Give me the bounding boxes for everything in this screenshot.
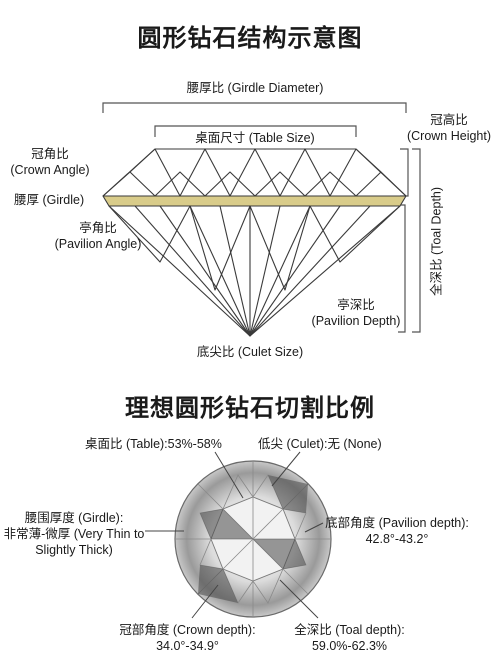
culet-ratio-label: 低尖 (Culet):无 (None) — [258, 437, 382, 451]
pavilion-depth-label: 亭深比 (Pavilion Depth) — [306, 297, 406, 329]
total-depth-bracket — [412, 148, 421, 333]
crown-angle-line2: 34.0°-34.9° — [156, 639, 219, 653]
crown-angle-cn: 冠角比 — [31, 147, 69, 161]
crown-height-bracket — [400, 148, 409, 197]
pavilion-angle-ratio-label: 底部角度 (Pavilion depth): 42.8°-43.2° — [322, 515, 472, 547]
girdle-label: 腰厚 (Girdle) — [14, 193, 85, 207]
girdle-thickness-line3: Slightly Thick) — [35, 543, 113, 557]
girdle-diameter-label: 腰厚比 (Girdle Diameter) — [186, 81, 324, 95]
crown-angle-en: (Crown Angle) — [10, 163, 90, 177]
crown-angle-ratio-label: 冠部角度 (Crown depth): 34.0°-34.9° — [100, 622, 275, 654]
crown-angle-label: 冠角比 (Crown Angle) — [2, 146, 98, 178]
total-depth-label: 全深比 (Toal Depth) — [429, 186, 444, 297]
crown-angle-line1: 冠部角度 (Crown depth): — [119, 623, 256, 637]
pavilion-angle-line2: 42.8°-43.2° — [365, 532, 429, 546]
table-size-label: 桌面尺寸 (Table Size) — [195, 131, 315, 145]
pavilion-angle-line1: 底部角度 (Pavilion depth): — [325, 516, 469, 530]
total-depth-ratio-label: 全深比 (Toal depth): 59.0%-62.3% — [282, 622, 417, 654]
girdle-thickness-label: 腰围厚度 (Girdle): 非常薄-微厚 (Very Thin to Slig… — [0, 510, 148, 558]
proportions-title: 理想圆形钻石切割比例 — [125, 394, 375, 422]
diagram-title: 圆形钻石结构示意图 — [137, 24, 363, 52]
pavilion-angle-label: 亭角比 (Pavilion Angle) — [48, 220, 148, 252]
crown-height-en: (Crown Height) — [406, 129, 492, 143]
pavilion-depth-cn: 亭深比 — [337, 298, 375, 312]
total-depth-line1: 全深比 (Toal depth): — [294, 623, 405, 637]
girdle-thickness-line2: 非常薄-微厚 (Very Thin to — [3, 527, 145, 541]
leader-lines — [145, 451, 324, 619]
pavilion-angle-cn: 亭角比 — [79, 221, 117, 235]
pavilion-angle-en: (Pavilion Angle) — [54, 237, 142, 251]
girdle-band — [102, 195, 407, 207]
diamond-profile — [102, 148, 407, 337]
table-size-bracket — [154, 125, 357, 137]
pavilion-depth-bracket — [398, 204, 406, 333]
girdle-diameter-bracket — [102, 102, 407, 113]
girdle-thickness-line1: 腰围厚度 (Girdle): — [24, 511, 124, 525]
diamond-top-view — [174, 460, 332, 618]
total-depth-line2: 59.0%-62.3% — [311, 639, 388, 653]
table-ratio-label: 桌面比 (Table):53%-58% — [85, 437, 222, 451]
crown-height-label: 冠高比 (Crown Height) — [403, 112, 495, 144]
pavilion-depth-en: (Pavilion Depth) — [311, 314, 401, 328]
crown-height-cn: 冠高比 — [430, 113, 468, 127]
culet-size-label: 底尖比 (Culet Size) — [196, 345, 304, 359]
